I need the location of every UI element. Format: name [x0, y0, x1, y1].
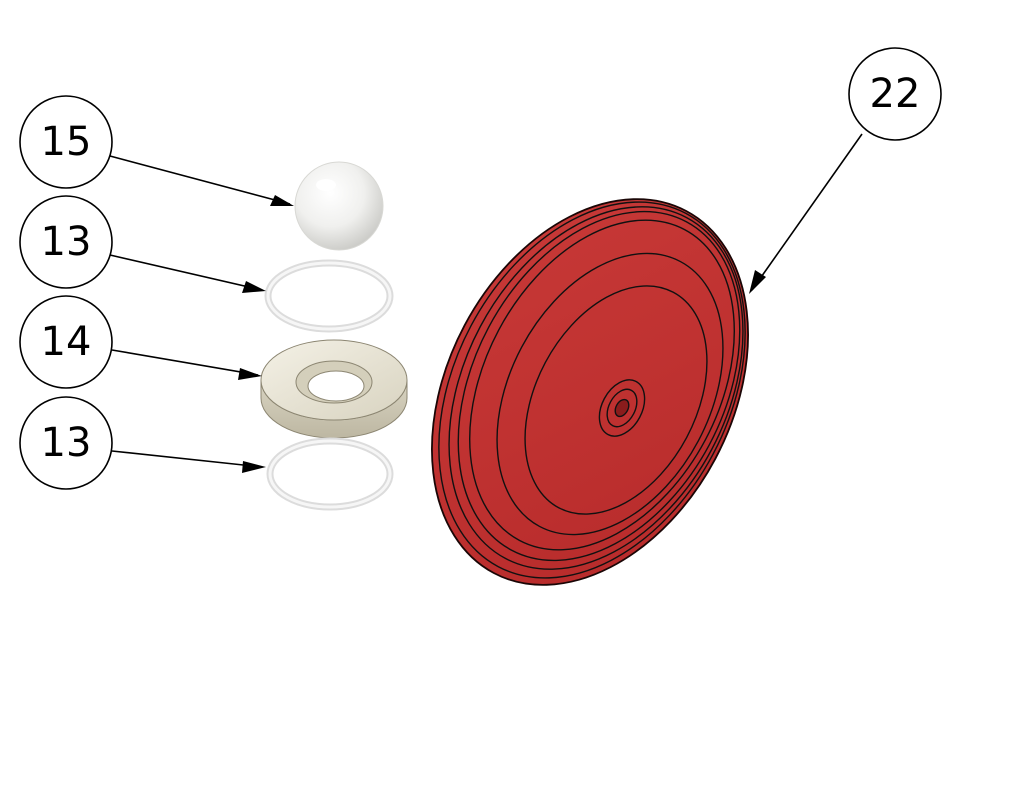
callout-label: 13 [41, 219, 92, 265]
callout-13-lower: 13 [19, 396, 113, 490]
o-ring-lower-part [266, 437, 394, 511]
callout-15: 15 [19, 95, 113, 189]
o-ring-upper-part [264, 259, 394, 333]
callout-label: 14 [41, 319, 92, 365]
ball-part [294, 161, 384, 251]
seat-part [260, 339, 408, 439]
callout-22: 22 [848, 47, 942, 141]
callout-label: 15 [41, 119, 92, 165]
callout-13-upper: 13 [19, 195, 113, 289]
leader-lines [109, 133, 863, 473]
callout-label: 13 [41, 420, 92, 466]
callout-label: 22 [870, 71, 921, 117]
callout-14: 14 [19, 295, 113, 389]
diaphragm-part [431, 198, 749, 586]
